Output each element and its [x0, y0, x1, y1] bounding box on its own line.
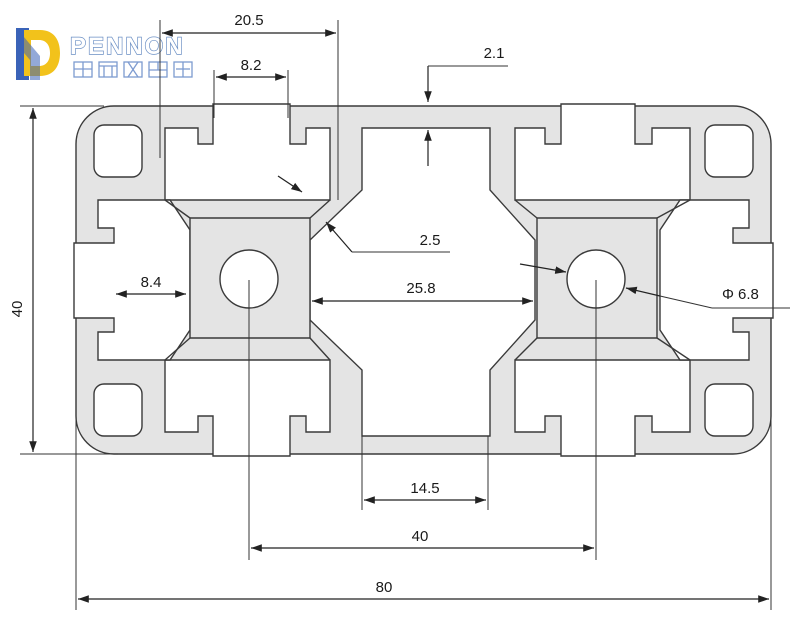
dim-hole-pitch: 40	[248, 280, 597, 560]
core-blocks	[164, 199, 691, 361]
dim-label-web-thickness: 2.5	[420, 232, 441, 249]
dim-wall-thickness: 2.1	[424, 45, 508, 166]
dim-label-side-slot-depth: 8.4	[141, 274, 162, 291]
dim-profile-width: 80	[75, 320, 772, 610]
dim-center-slot-bottom: 14.5	[361, 436, 489, 510]
dim-label-profile-width: 80	[376, 579, 393, 596]
logo-p-icon	[24, 30, 60, 76]
right-side-slot	[659, 199, 774, 361]
dim-label-wall-thickness: 2.1	[484, 45, 505, 62]
dim-slot-opening: 8.2	[213, 57, 289, 118]
dim-label-hole-pitch: 40	[412, 528, 429, 545]
pocket-bottom-right	[704, 383, 754, 437]
dim-core-hole-diameter: Φ 6.8	[519, 263, 790, 309]
logo-accent-icon	[18, 30, 40, 80]
dim-profile-height: 40	[9, 105, 118, 455]
pocket-top-left	[93, 124, 143, 178]
aluminum-profile	[73, 103, 774, 457]
dim-core-inner-width: 25.8	[312, 280, 533, 305]
dim-label-profile-height: 40	[9, 301, 26, 318]
dim-label-center-slot-bottom: 14.5	[410, 480, 439, 497]
diameter-symbol: Φ	[722, 286, 734, 303]
dim-top-slot-span: 20.5	[159, 12, 339, 200]
pocket-top-right	[704, 124, 754, 178]
dim-label-slot-opening: 8.2	[241, 57, 262, 74]
dim-label-core-hole-diameter: 6.8	[738, 286, 759, 303]
brand-subtitle-glyphs	[73, 61, 193, 78]
dim-side-slot-depth: 8.4	[116, 274, 186, 298]
brand-name: PENNON	[70, 33, 185, 60]
dim-label-core-inner-width: 25.8	[406, 280, 435, 297]
dim-web-thickness: 2.5	[277, 175, 450, 253]
pennon-logo: PENNON	[16, 28, 193, 80]
pocket-bottom-left	[93, 383, 143, 437]
dimension-annotations: 20.5 8.2 2.1 2.5 25.8	[9, 12, 790, 610]
dim-label-top-slot-span: 20.5	[234, 12, 263, 29]
corner-pockets	[93, 124, 754, 437]
